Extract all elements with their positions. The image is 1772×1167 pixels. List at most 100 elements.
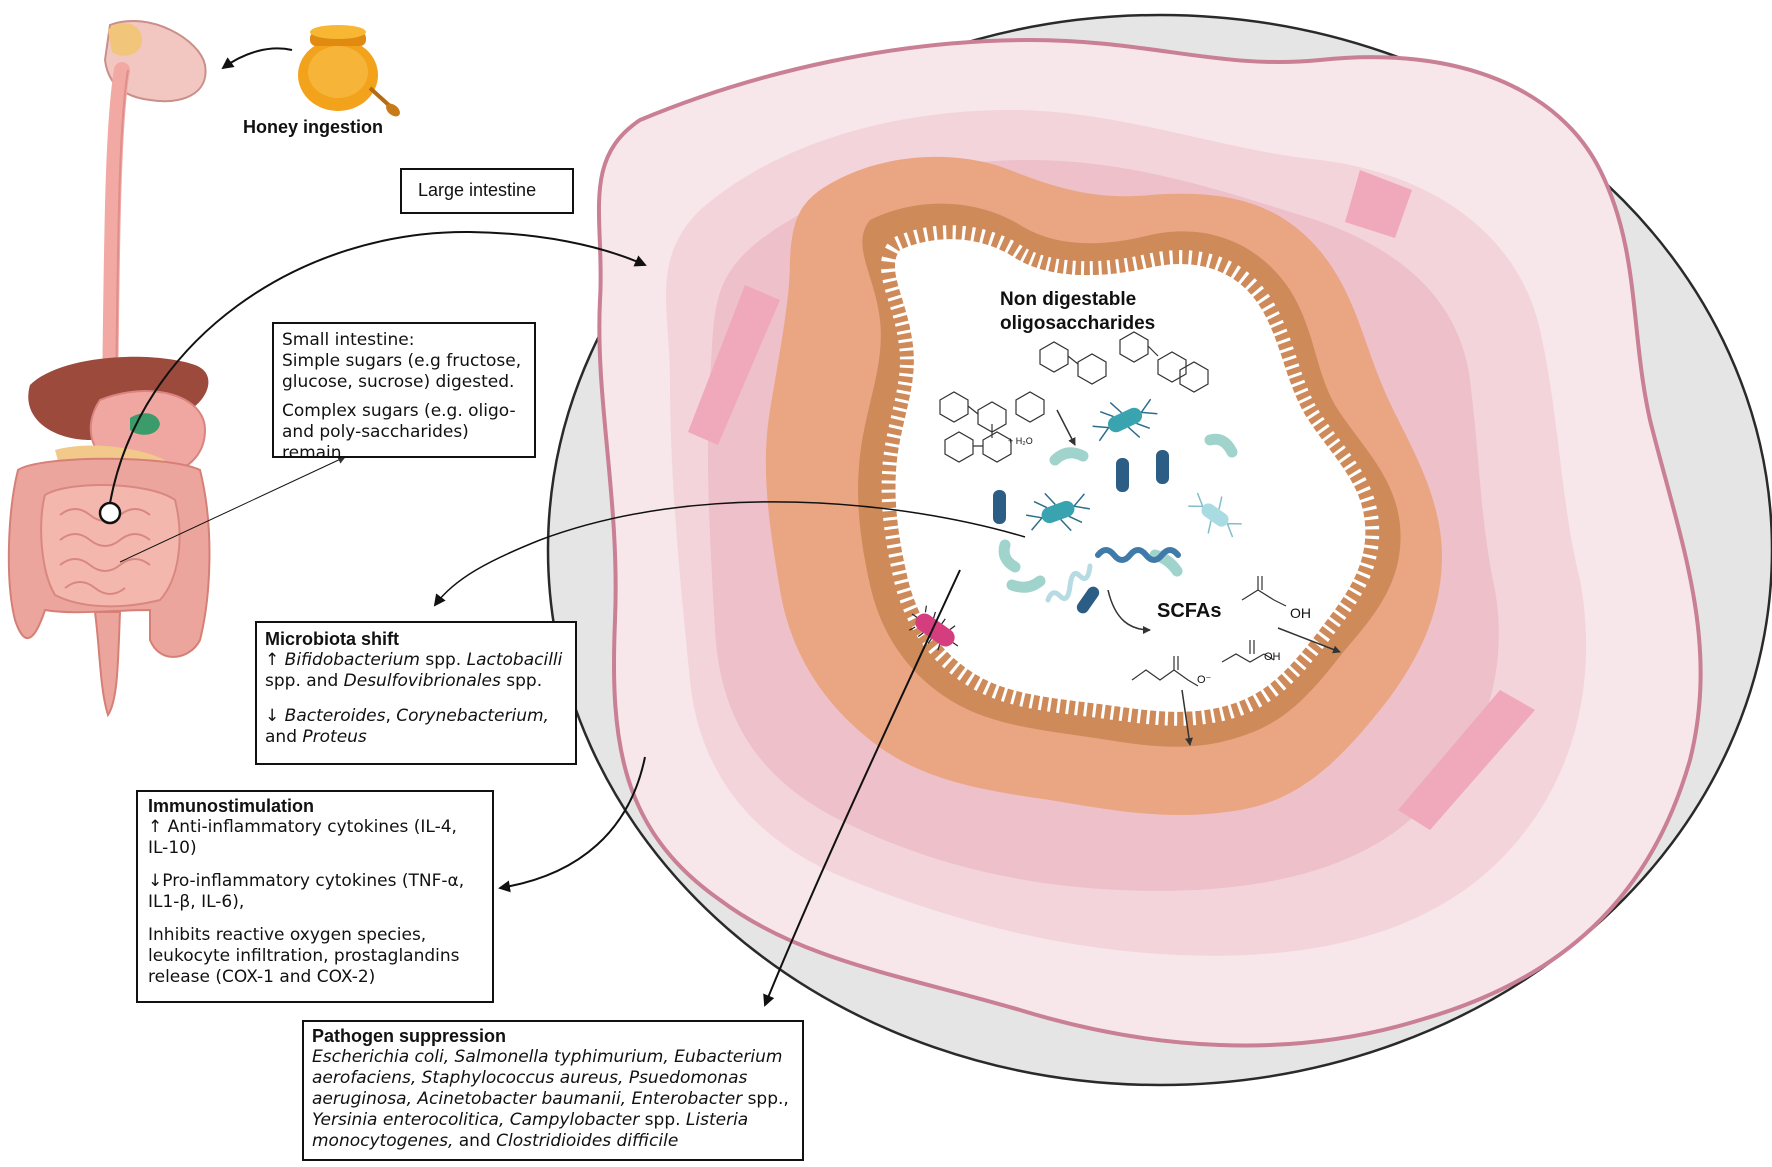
sugar-ring (1179, 361, 1209, 393)
scfas-label: SCFAs (1157, 600, 1222, 622)
digestive-system-illustration (7, 20, 211, 718)
text: spp. (500, 671, 543, 691)
esophagus (115, 69, 129, 396)
large-intestine-label: Large intestine (418, 180, 537, 200)
esophagus (102, 62, 130, 403)
acetate-structure (1241, 576, 1287, 607)
arrow-to-microbiota-box (433, 501, 1026, 607)
bacterium-flagellated (1026, 492, 1090, 532)
text: spp., (742, 1089, 789, 1109)
propionate-structure (1221, 640, 1275, 663)
sugar-ring (1119, 331, 1159, 363)
text: , (385, 706, 397, 726)
pathogen-suppression-box: Pathogen suppression Escherichia coli, S… (302, 1020, 804, 1161)
taxon: Corynebacterium, (396, 706, 549, 726)
bacterium-curved (1006, 575, 1046, 593)
sugar-ring (1157, 351, 1187, 383)
bacterium-spiral (1045, 563, 1093, 603)
taxa: aerofaciens, Staphylococcus aureus, Psue… (312, 1068, 748, 1088)
sugar-ring (939, 391, 979, 423)
bacterium-curved (998, 539, 1021, 573)
arrow-ndo-to-bacteria (1056, 409, 1076, 446)
ndo-label-line: oligosaccharides (1000, 313, 1156, 334)
bacterium-curved (1204, 433, 1238, 458)
bacterium-flagellated (1092, 398, 1158, 442)
vessel-patch (1345, 170, 1412, 238)
sugar-ring (977, 401, 1007, 438)
bacterium-curved (1049, 447, 1089, 466)
small-intestine-line: glucose, sucrose) digested. (282, 372, 515, 392)
butyrate-structure (1131, 656, 1199, 687)
arrow-to-large-intestine (109, 230, 647, 504)
pathogen-line: monocytogenes, and Clostridioides diffic… (312, 1131, 794, 1152)
bacterium-flagellated (1188, 492, 1242, 538)
small-intestine-line: Simple sugars (e.g fructose, (282, 351, 522, 371)
water-label: + H₂O (1008, 436, 1033, 446)
vessel-patch (1398, 690, 1535, 830)
pathogen-bacterium (908, 605, 959, 651)
oh-label: OH (1264, 651, 1281, 663)
vessel-patch (688, 285, 780, 445)
taxa: Listeria (685, 1110, 749, 1130)
pathogen-line: aeruginosa, Acinetobacter baumanii, Ente… (312, 1089, 794, 1110)
small-intestine-line: Small intestine: (282, 330, 415, 350)
arrow-to-small-intestine-box (119, 456, 346, 563)
bacterium-rod (993, 490, 1006, 524)
text: spp. (639, 1110, 686, 1130)
immuno-line: IL-10) (148, 838, 197, 858)
pathogen-line: Escherichia coli, Salmonella typhimurium… (312, 1047, 794, 1068)
taxa: Clostridioides difficile (496, 1131, 679, 1151)
bacterium-rod (1076, 586, 1100, 614)
gallbladder (130, 413, 160, 435)
microbiota-title: Microbiota shift (265, 629, 399, 649)
sugar-ring (1015, 391, 1045, 423)
microbiota-down-line: ↓ Bacteroides, Corynebacterium, (265, 706, 567, 727)
arrow-to-pathogen-box (763, 569, 961, 1007)
small-intestine-line: Complex sugars (e.g. oligo- (282, 401, 516, 421)
taxon: Desulfovibrionales (343, 671, 501, 691)
ndo-label: Non digestable oligosaccharides (1000, 288, 1155, 336)
small-intestine-marker (98, 501, 122, 525)
intestine-cross-section (546, 13, 1772, 1087)
taxa: aeruginosa, Acinetobacter baumanii, Ente… (312, 1089, 743, 1109)
arrow-honey-to-mouth (221, 47, 293, 70)
connector-arrows (109, 47, 1026, 1007)
honey-ingestion-label: Honey ingestion (243, 117, 384, 137)
small-intestine-line: and poly-saccharides) remain (282, 422, 469, 463)
o-minus-label: O⁻ (1197, 674, 1212, 686)
taxa: Yersinia enterocolitica, Campylobacter (312, 1110, 640, 1130)
taxon: Lactobacilli (466, 650, 563, 670)
immuno-line: IL1-β, IL-6), (148, 892, 245, 912)
taxon: Proteus (302, 727, 367, 747)
text: and (453, 1131, 497, 1151)
arrow-scfa-absorb (1277, 627, 1341, 654)
sugar-ring (982, 431, 1012, 463)
text: spp. and (265, 671, 344, 691)
oh-label: OH (1290, 605, 1311, 621)
microbiota-down-line: and Proteus (265, 727, 567, 748)
gut-bacteria (908, 398, 1242, 651)
taxa: monocytogenes, (312, 1131, 454, 1151)
oligosaccharide-structures (939, 331, 1287, 687)
immuno-line: release (COX-1 and COX-2) (148, 967, 376, 987)
bacterium-spiral (1095, 547, 1181, 563)
text: spp. (419, 650, 467, 670)
immuno-line: Inhibits reactive oxygen species, (148, 925, 427, 945)
honey-pot-icon (298, 25, 400, 117)
down-arrow: ↓ (265, 706, 285, 726)
bacterium-rod (1156, 450, 1169, 484)
taxa: Escherichia coli, Salmonella typhimurium… (312, 1047, 783, 1067)
pathogen-title: Pathogen suppression (312, 1026, 507, 1046)
taxon: Bifidobacterium (284, 650, 420, 670)
text: and (265, 727, 303, 747)
up-arrow: ↑ (265, 650, 285, 670)
immunostimulation-box: Immunostimulation ↑ Anti-inflammatory cy… (136, 790, 494, 1003)
arrow-bacteria-to-scfas (1107, 589, 1151, 634)
sugar-ring (1039, 341, 1079, 373)
lumen-arrows (1056, 409, 1341, 746)
sugar-ring (944, 431, 983, 463)
immuno-line: ↓Pro-inflammatory cytokines (TNF-α, (148, 871, 465, 891)
ndo-label-line: Non digestable (1000, 289, 1137, 310)
immuno-line: ↑ Anti-inflammatory cytokines (IL-4, (148, 817, 457, 837)
